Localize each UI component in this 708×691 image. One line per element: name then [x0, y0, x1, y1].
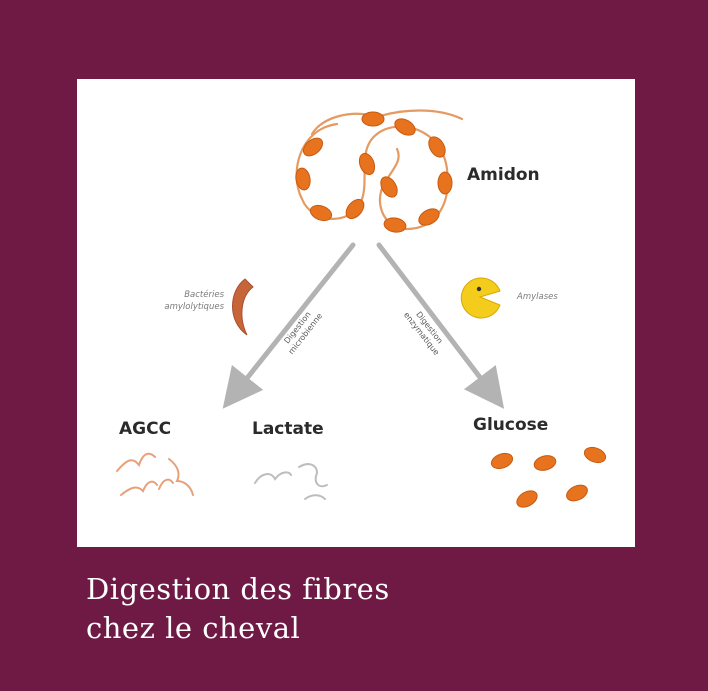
label-bacteries-line1: Bactéries: [184, 290, 224, 300]
starch-granule: [394, 118, 416, 136]
glucose-granule: [516, 490, 538, 508]
label-lactate: Lactate: [252, 419, 324, 439]
label-agcc: AGCC: [119, 419, 172, 439]
label-amidon: Amidon: [467, 165, 540, 185]
pacman-enzyme-icon: [460, 277, 501, 319]
starch-granule: [383, 217, 407, 233]
glucose-granules: [490, 446, 607, 508]
diagram-svg: [116, 109, 607, 508]
starch-granule: [309, 204, 333, 222]
starch-granule: [428, 136, 446, 158]
starch-granule: [437, 171, 453, 195]
glucose-granule: [583, 446, 607, 464]
label-bacteries: Bactéries amylolytiques: [129, 289, 224, 313]
starch-granule: [295, 167, 311, 191]
arrows: [222, 242, 505, 409]
starch-granule: [418, 208, 440, 226]
starch-granule: [361, 111, 385, 127]
starch-granule: [302, 137, 324, 157]
glucose-granule: [566, 484, 588, 502]
bacterium-icon: [232, 278, 254, 336]
glucose-granule: [533, 455, 557, 471]
agcc-squiggles: [116, 452, 194, 496]
label-bacteries-line2: amylolytiques: [164, 302, 224, 312]
diagram-panel: Amidon Bactéries amylolytiques Amylases …: [77, 79, 635, 547]
starch-granules: [295, 111, 453, 233]
label-glucose: Glucose: [473, 415, 549, 435]
arrow-left: [222, 242, 356, 409]
glucose-granule: [490, 452, 514, 470]
caption-line1: Digestion des fibres: [86, 572, 390, 606]
lactate-squiggles: [254, 463, 328, 500]
starch-granule: [358, 152, 376, 176]
starch-granule: [380, 176, 398, 198]
starch-granule: [345, 198, 365, 220]
label-amylases: Amylases: [517, 292, 558, 302]
caption-line2: chez le cheval: [86, 611, 301, 645]
caption: Digestion des fibres chez le cheval: [86, 570, 390, 648]
arrow-right: [376, 242, 505, 409]
